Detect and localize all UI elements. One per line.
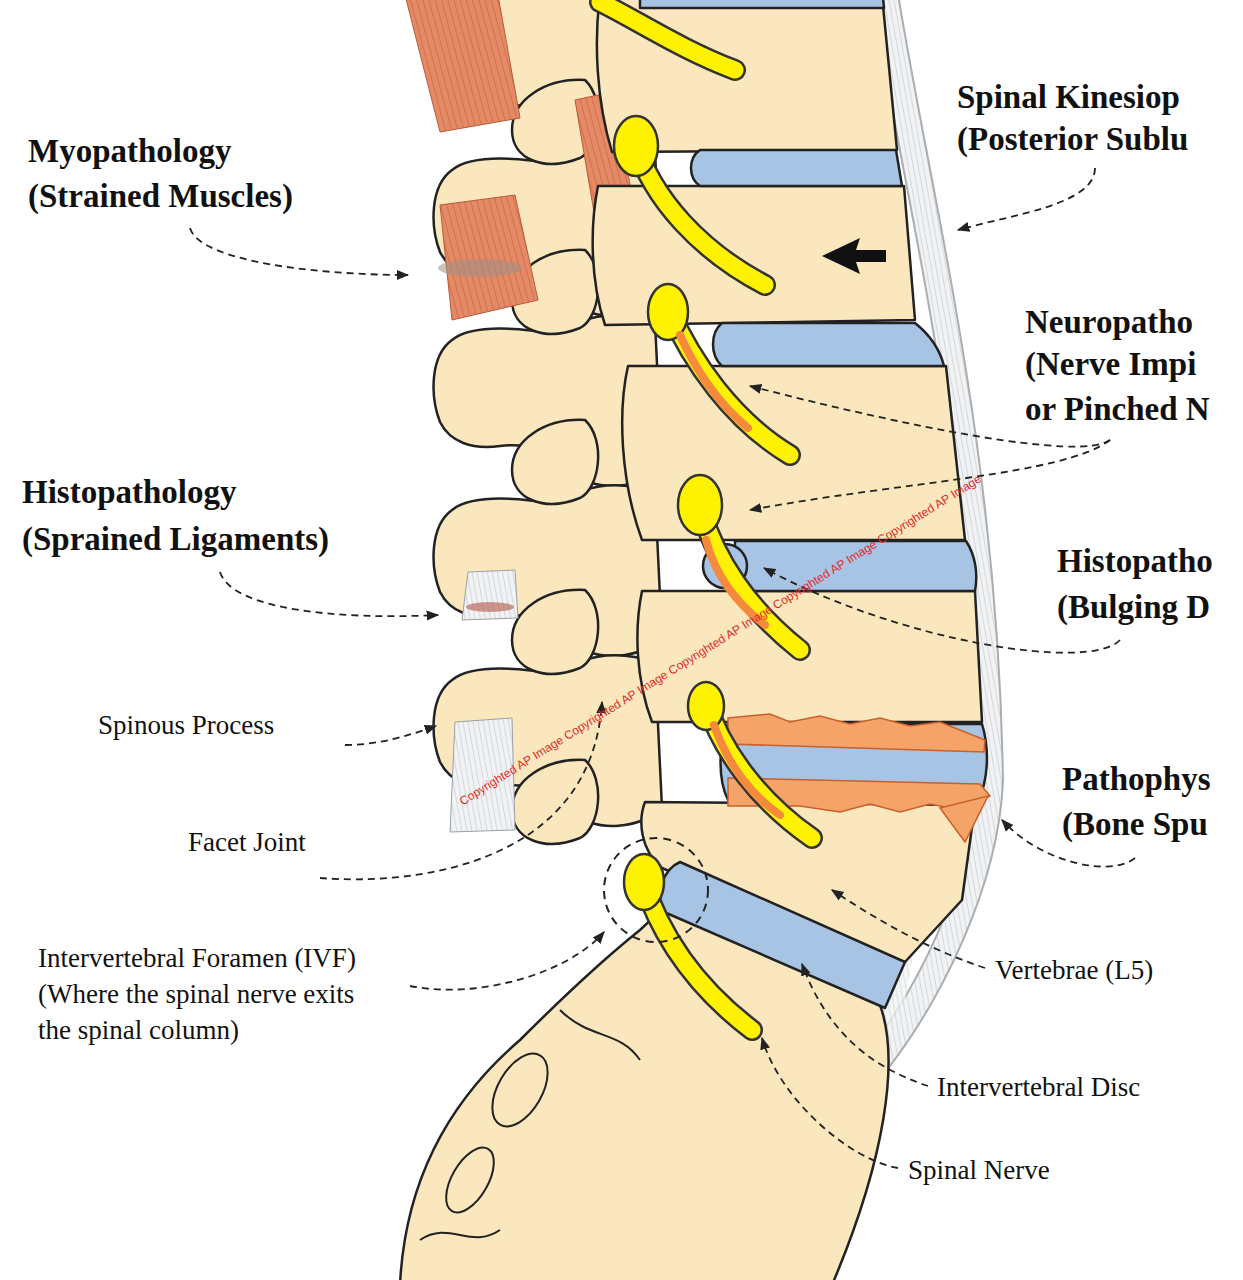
articular-process xyxy=(512,590,598,674)
disc xyxy=(713,323,944,366)
leader-line xyxy=(958,168,1095,230)
part-label: Intervertebral Disc xyxy=(937,1069,1140,1105)
part-label: Facet Joint xyxy=(188,824,306,860)
spinal-nerve xyxy=(624,854,752,1030)
leader-line xyxy=(190,228,408,275)
sacral-foramen xyxy=(436,1140,503,1220)
heading-label: Pathophys xyxy=(1062,759,1211,800)
leader-line xyxy=(320,702,602,879)
part-label: Intervertebral Foramen (IVF) xyxy=(38,940,356,976)
disc xyxy=(640,0,884,8)
nerve-impingement xyxy=(714,725,780,815)
sacral-contour xyxy=(560,1010,640,1060)
sprained-ligament xyxy=(462,570,518,620)
ligament-strain xyxy=(466,602,514,612)
watermark: Copyrighted AP Image Copyrighted AP Imag… xyxy=(457,472,984,809)
spinal-nerves xyxy=(600,2,812,1030)
strained-muscle xyxy=(440,195,538,320)
leader-lines xyxy=(190,168,1135,1168)
nerve-outline xyxy=(668,308,790,455)
leader-line xyxy=(762,1038,898,1168)
nerve-outline xyxy=(706,702,812,838)
disc xyxy=(691,150,902,186)
leader-line xyxy=(345,726,436,745)
heading-label: Spinal Kinesiop xyxy=(957,77,1180,118)
heading-label: (Bone Spu xyxy=(1062,804,1208,845)
leader-line xyxy=(802,964,928,1086)
nerve xyxy=(706,702,812,838)
pinched-nerve xyxy=(648,284,790,455)
heading-label: (Sprained Ligaments) xyxy=(22,519,329,560)
heading-label: (Nerve Impi xyxy=(1025,344,1196,385)
foramen-highlight xyxy=(604,838,708,942)
part-label: Vertebrae (L5) xyxy=(995,952,1153,988)
nerve-root xyxy=(614,116,658,176)
heading-label: (Strained Muscles) xyxy=(28,176,293,217)
muscle-strain xyxy=(438,259,522,277)
spinal-nerve xyxy=(600,2,735,70)
bone-spur xyxy=(728,714,985,752)
bone-spurs xyxy=(728,714,990,842)
spinal-nerve xyxy=(614,116,765,285)
heading-label: (Posterior Sublu xyxy=(957,119,1188,160)
nerve-root xyxy=(624,854,664,910)
heading-label: Histopatho xyxy=(1057,541,1213,582)
nerve-outline xyxy=(600,2,735,70)
articular-process xyxy=(512,760,598,844)
nerve-root xyxy=(678,475,722,535)
heading-label: Histopathology xyxy=(22,472,237,513)
vertebra xyxy=(593,186,915,325)
subluxation-arrow xyxy=(822,238,886,274)
pinched-nerve xyxy=(688,682,812,838)
sacral-foramen xyxy=(481,1044,559,1135)
sacral-contour xyxy=(420,1230,500,1240)
nerve-impingement xyxy=(680,335,748,428)
articular-process xyxy=(512,420,598,504)
bone-spur xyxy=(940,796,988,842)
muscle xyxy=(405,0,520,132)
nerve-root xyxy=(688,682,724,730)
heading-label: or Pinched N xyxy=(1025,389,1210,430)
leader-line xyxy=(220,572,438,616)
leader-line xyxy=(410,932,604,990)
note-label: (Where the spinal nerve exits the spinal… xyxy=(38,976,383,1048)
leader-line xyxy=(832,890,985,968)
nerve xyxy=(668,308,790,455)
part-label: Spinous Process xyxy=(98,707,274,743)
heading-label: Myopathology xyxy=(28,131,232,172)
heading-label: (Bulging D xyxy=(1057,587,1210,628)
nerve xyxy=(600,2,735,70)
vertebral-bodies xyxy=(593,0,982,962)
part-label: Spinal Nerve xyxy=(908,1152,1050,1188)
heading-label: Neuropatho xyxy=(1025,302,1193,343)
